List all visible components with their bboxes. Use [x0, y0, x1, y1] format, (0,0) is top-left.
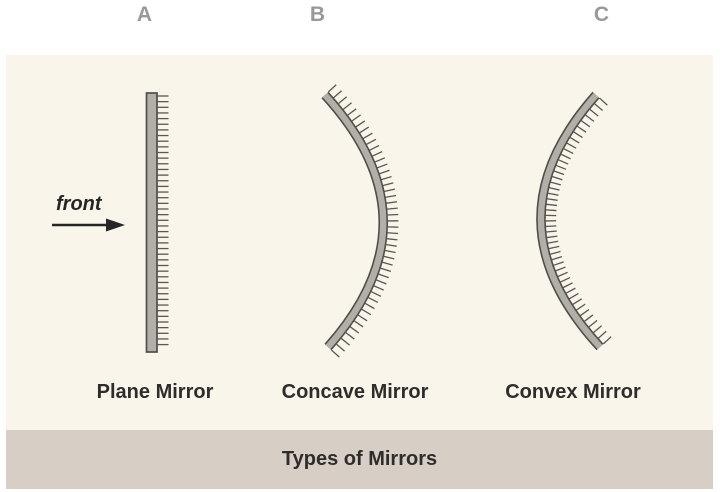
- plane-mirror-label: Plane Mirror: [96, 381, 214, 403]
- convex-mirror-label: Convex Mirror: [505, 381, 641, 403]
- convex-mirror-shape: [536, 91, 612, 351]
- front-arrow: [52, 218, 125, 232]
- footer-bar: Types of Mirrors: [6, 430, 713, 489]
- panel-letter-a: A: [136, 3, 154, 26]
- concave-mirror-label: Concave Mirror: [281, 381, 429, 403]
- panel-letter-c: C: [593, 3, 611, 26]
- figure-title: Types of Mirrors: [281, 448, 438, 470]
- diagram-panel: [6, 55, 713, 430]
- front-label: front: [56, 193, 102, 215]
- concave-mirror-shape: [321, 84, 399, 358]
- plane-mirror-shape: [145, 92, 169, 353]
- panel-letter-b: B: [309, 3, 327, 26]
